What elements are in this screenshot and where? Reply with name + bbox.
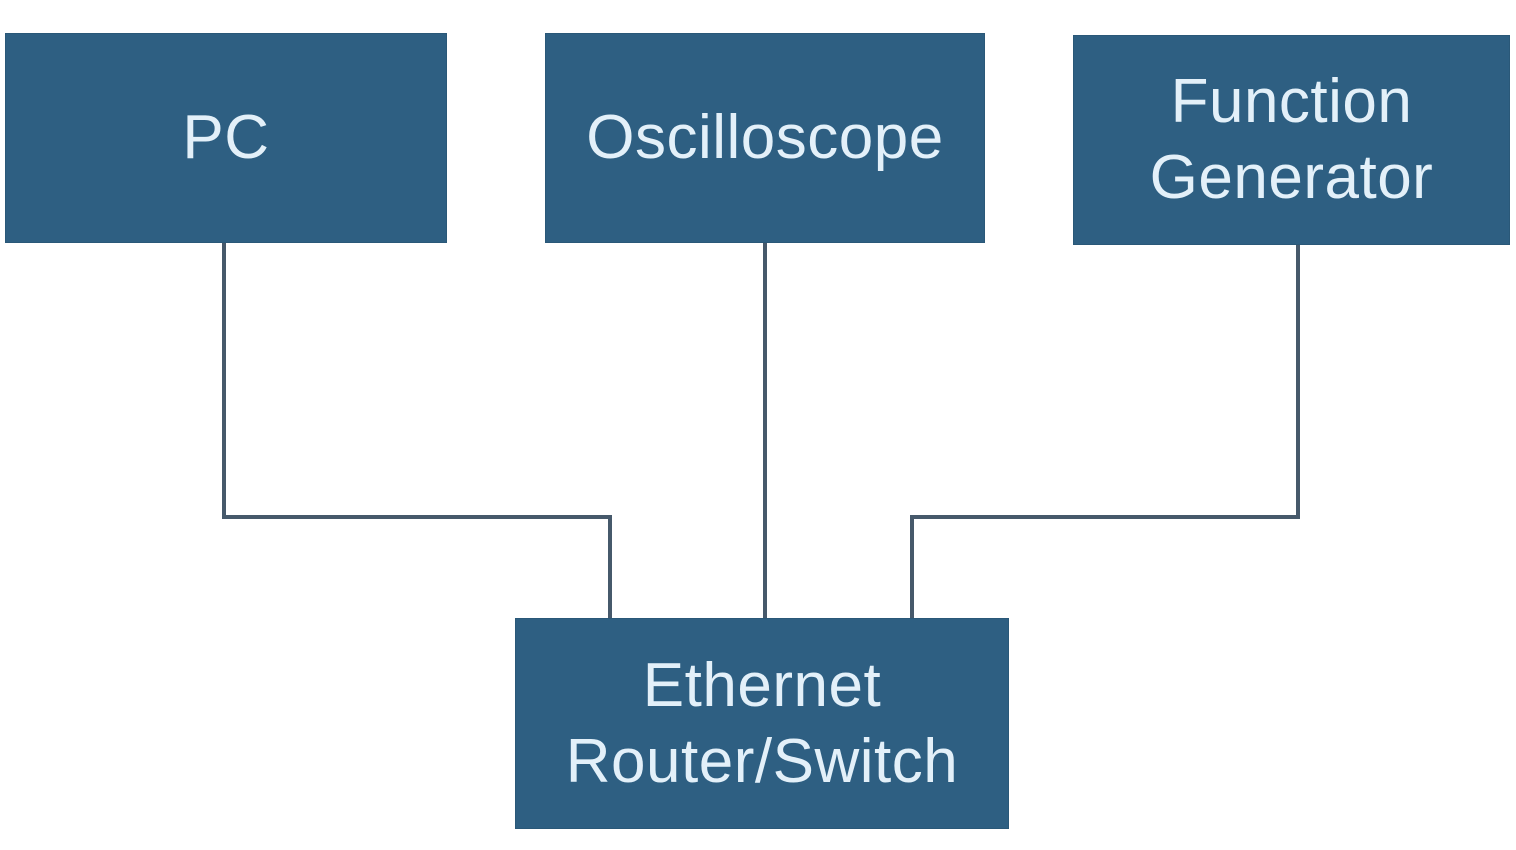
node-oscilloscope-label: Oscilloscope bbox=[586, 103, 944, 173]
connector-pc-to-router bbox=[222, 243, 612, 618]
node-function-generator: Function Generator bbox=[1073, 35, 1510, 245]
node-ethernet-router-switch-label: Ethernet Router/Switch bbox=[565, 650, 959, 796]
node-function-generator-label: Function Generator bbox=[1149, 67, 1434, 212]
connector-function-generator-to-router bbox=[910, 245, 1300, 618]
node-pc: PC bbox=[5, 33, 447, 243]
node-pc-label: PC bbox=[182, 103, 270, 173]
node-ethernet-router-switch: Ethernet Router/Switch bbox=[515, 618, 1009, 829]
node-oscilloscope: Oscilloscope bbox=[545, 33, 985, 243]
